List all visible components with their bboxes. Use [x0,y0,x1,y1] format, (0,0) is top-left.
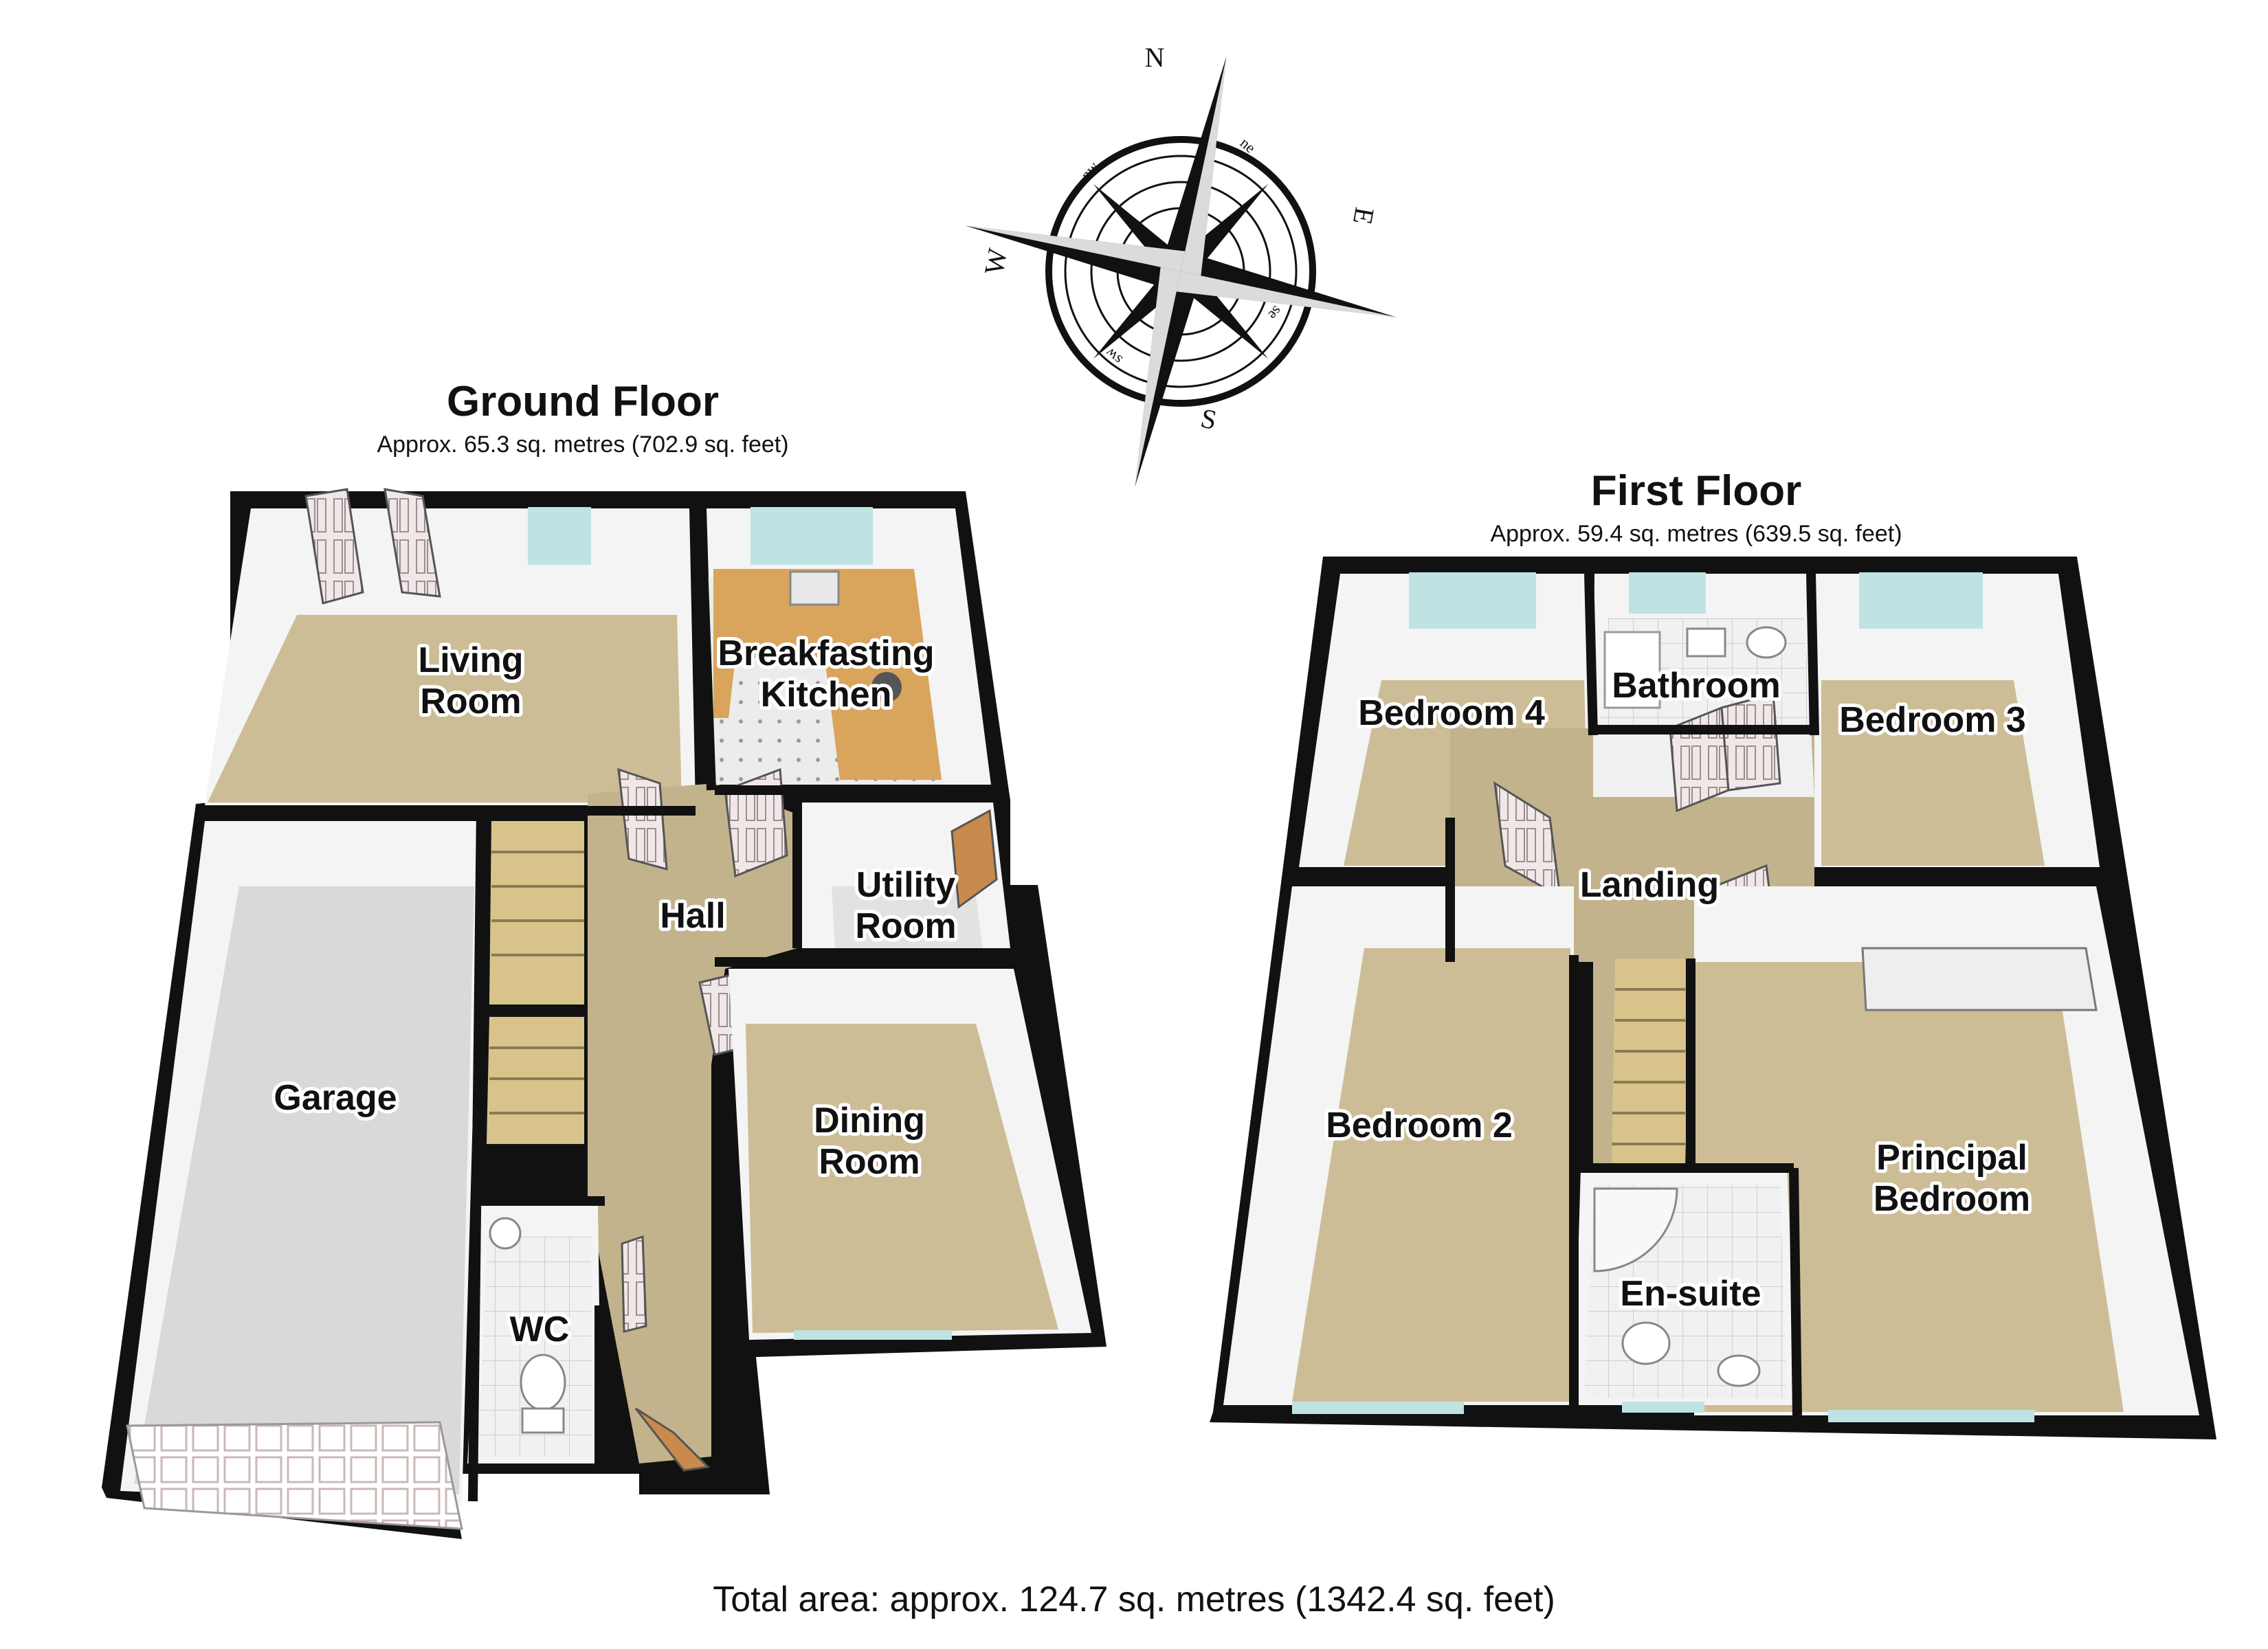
compass-south-label: S [1198,402,1219,436]
bedroom3-floor [1821,680,2045,866]
garage-door [126,1421,463,1530]
ensuite-window [1622,1402,1704,1413]
principal-bedroom-floor [1694,962,2124,1412]
living-room-label-line1: Living [418,640,523,680]
kitchen-hob [871,672,902,702]
bedroom2-floor [1292,948,1570,1402]
garage-label: Garage [274,1078,397,1118]
ground-floor-interior-walls [205,508,1014,1502]
ground-floor-plan: Ground Floor Approx. 65.3 sq. metres (70… [102,378,1107,1539]
ground-floor-stairs [487,821,584,1144]
compass-west-label: W [978,246,1013,277]
principal-bedroom-window [1828,1410,2034,1422]
utility-room-label-line2: Room [855,906,956,946]
bathroom-label: Bathroom [1612,666,1781,706]
first-floor-area: Approx. 59.4 sq. metres (639.5 sq. feet) [1490,521,1902,547]
ensuite-label: En-suite [1620,1274,1761,1314]
bathroom-bath [1603,631,1661,709]
bathroom-window [1629,572,1706,614]
dining-room-floor [746,1024,1058,1333]
utility-room-floor [832,886,983,948]
dining-room-label-line1: Dining [814,1101,925,1141]
compass-north-label: N [1145,42,1165,73]
compass-east-label: E [1347,205,1381,227]
bedroom2-window [1292,1402,1464,1414]
first-floor-plan: First Floor Approx. 59.4 sq. metres (639… [1210,467,2216,1439]
bedroom4-window [1409,572,1536,629]
wc-basin [489,1217,522,1250]
total-area: Total area: approx. 124.7 sq. metres (13… [713,1580,1555,1619]
ensuite-shower [1593,1187,1678,1272]
utility-back-door [950,809,998,909]
living-room-floor [208,615,682,803]
first-floor-title: First Floor [1591,467,1802,515]
principal-bedroom-wardrobe [1861,947,2098,1011]
bathroom-toilet [1686,627,1726,658]
landing-label: Landing [1580,865,1719,905]
dining-room-window [794,1330,952,1340]
ground-floor-area: Approx. 65.3 sq. metres (702.9 sq. feet) [377,431,788,458]
wc-toilet [520,1354,566,1434]
utility-room-label-line1: Utility [856,865,956,905]
first-floor-interior-walls [1292,573,2100,1416]
bedroom3-label: Bedroom 3 [1839,700,2026,740]
ensuite-basin [1717,1354,1761,1387]
living-room-label-line2: Room [420,682,521,721]
dining-room-label-line2: Room [819,1142,920,1182]
bedroom3-window [1859,572,1983,629]
wc-label: WC [510,1310,570,1349]
bedroom2-label: Bedroom 2 [1326,1106,1513,1145]
bedroom4-label: Bedroom 4 [1358,693,1545,733]
kitchen-label-line1: Breakfasting [718,633,935,673]
garage-floor [134,886,474,1494]
bathroom-basin [1746,626,1787,659]
principal-bedroom-label-line1: Principal [1876,1138,2027,1178]
living-room-window [528,507,591,565]
kitchen-worktop [713,569,942,780]
ensuite-toilet [1621,1321,1671,1365]
compass-rose: N E S W ne se sw nw [965,42,1397,487]
kitchen-window [751,507,873,565]
wc-floor [478,1237,592,1457]
hall-label: Hall [660,896,725,936]
ground-floor-title: Ground Floor [447,378,719,425]
kitchen-label-line2: Kitchen [761,675,892,715]
living-room-french-doors [304,488,441,605]
first-floor-stairs [1612,958,1685,1168]
principal-bedroom-label-line2: Bedroom [1874,1179,2030,1219]
